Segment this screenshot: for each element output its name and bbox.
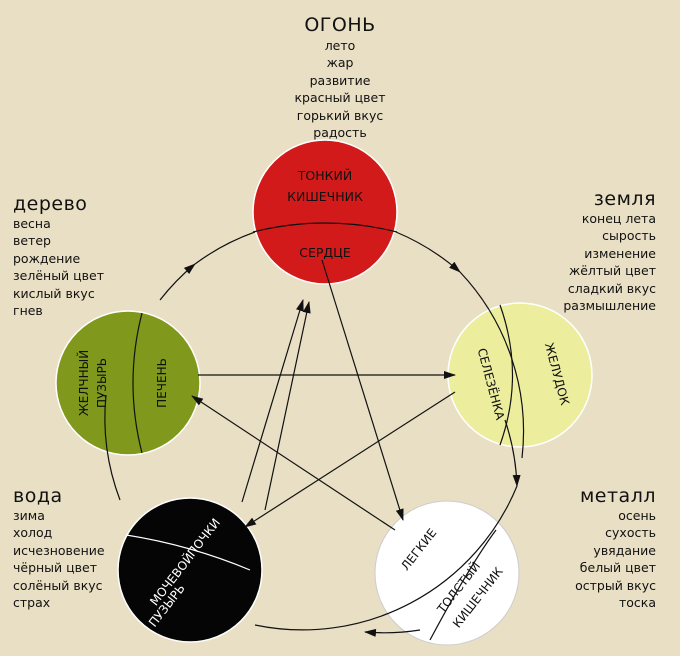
metal-attr-line: сухость <box>605 525 656 541</box>
fire-attr-line: красный цвет <box>294 90 386 106</box>
wood-circle <box>55 310 201 456</box>
cycle-arc-metal-water-arrow <box>364 628 421 637</box>
metal-divider <box>429 529 497 641</box>
fire-attr-line: жар <box>326 55 354 71</box>
wood-attr-line: гнев <box>13 303 43 319</box>
earth-attr-line: жёлтый цвет <box>568 263 656 279</box>
wood-organ-left-2: ПУЗЫРЬ <box>95 358 109 408</box>
wood-divider <box>132 312 143 454</box>
water-divider <box>125 534 251 571</box>
earth-title: земля <box>593 188 656 210</box>
earth-attr-line: конец лета <box>581 211 656 226</box>
water-attr-line: солёный вкус <box>13 577 103 593</box>
cycle-arc-water-wood <box>104 394 121 501</box>
fire-organ-top-2: КИШЕЧНИК <box>287 189 363 204</box>
metal-circle <box>374 500 520 646</box>
star-line-water-fire <box>241 299 304 503</box>
water-attributes: вода зима холод исчезновение чёрный цвет… <box>13 485 173 611</box>
fire-title: ОГОНЬ <box>304 14 376 36</box>
wood-attributes: дерево весна ветер рождение зелёный цвет… <box>13 193 173 319</box>
earth-attr-line: размышление <box>563 298 656 314</box>
cycle-arc-wood-fire <box>159 263 196 301</box>
water-attr-line: исчезновение <box>13 542 105 558</box>
earth-circle <box>447 302 593 448</box>
wood-attr-line: кислый вкус <box>13 285 95 301</box>
wood-attr-line: весна <box>13 216 51 231</box>
cycle-arc-wood-fire-2 <box>194 231 256 265</box>
metal-attr-line: увядание <box>593 542 656 558</box>
water-attr-line: зима <box>13 508 45 523</box>
metal-attr-line: белый цвет <box>579 560 656 576</box>
wood-organ-right: ПЕЧЕНЬ <box>155 358 169 408</box>
fire-circle <box>252 139 398 285</box>
fire-attr-line: горький вкус <box>296 107 384 123</box>
metal-attr-line: осень <box>618 508 656 523</box>
fire-attributes: ОГОНЬ лето жар развитие красный цвет гор… <box>240 14 440 141</box>
fire-organ-bottom: СЕРДЦЕ <box>299 245 351 260</box>
wood-organ-left-1: ЖЕЛЧНЫЙ <box>76 350 91 416</box>
water-title: вода <box>13 485 63 507</box>
earth-attr-line: изменение <box>584 245 656 261</box>
fire-attr-line: развитие <box>309 72 371 88</box>
wood-attr-line: рождение <box>13 250 81 266</box>
fire-attr-line: лето <box>324 38 356 53</box>
wood-attr-line: ветер <box>13 233 51 249</box>
fire-attr-line: радость <box>313 125 367 141</box>
earth-divider <box>499 304 514 446</box>
water-attr-line: чёрный цвет <box>13 560 97 576</box>
star-line-water-fire-2 <box>264 301 311 511</box>
wood-title: дерево <box>13 193 88 215</box>
metal-attr-line: тоска <box>618 595 656 611</box>
wood-attr-line: зелёный цвет <box>13 268 105 284</box>
water-attr-line: страх <box>13 595 51 611</box>
water-circle <box>117 497 263 643</box>
star-line-fire-metal <box>321 259 404 521</box>
cycle-arc-fire-earth <box>395 231 461 273</box>
star-line-metal-wood <box>191 395 396 531</box>
metal-title: металл <box>579 485 656 507</box>
water-attr-line: холод <box>13 525 53 541</box>
earth-attr-line: сырость <box>602 228 656 244</box>
metal-attr-line: острый вкус <box>575 577 656 593</box>
star-line-earth-water <box>244 391 456 528</box>
metal-attributes: металл осень сухость увядание белый цвет… <box>456 485 656 611</box>
earth-attr-line: сладкий вкус <box>567 280 656 296</box>
fire-organ-top-1: ТОНКИЙ <box>297 168 352 183</box>
fire-divider <box>252 222 398 233</box>
earth-attributes: земля конец лета сырость изменение жёлты… <box>456 188 656 314</box>
cycle-arc-metal-water <box>254 485 518 631</box>
